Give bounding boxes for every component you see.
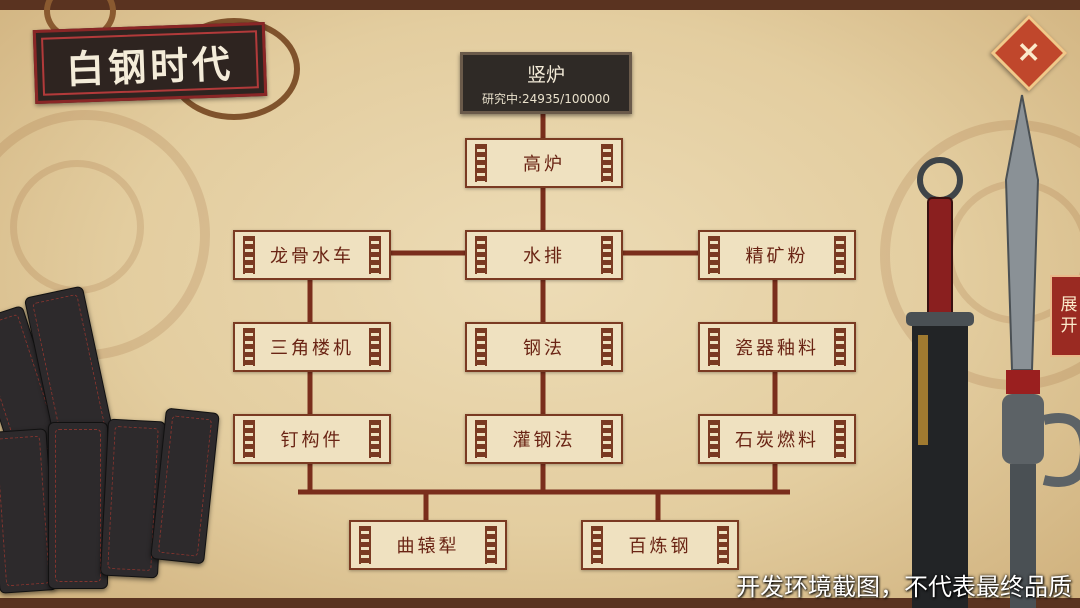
tech-node-gaolu[interactable]: 高炉 xyxy=(465,138,623,188)
tech-node-label: 灌钢法 xyxy=(512,430,576,451)
tech-node-label: 精矿粉 xyxy=(745,246,809,267)
swords-decoration xyxy=(906,94,1080,608)
tech-node-label: 百炼钢 xyxy=(628,536,692,557)
bottom-border xyxy=(0,598,1080,608)
tech-node-bailiangang[interactable]: 百炼钢 xyxy=(581,520,739,570)
decorative-swirl xyxy=(0,110,210,360)
tech-node-label: 曲辕犁 xyxy=(396,536,460,557)
tech-node-label: 钢法 xyxy=(523,338,565,359)
tech-node-current-research[interactable]: 竖炉 研究中:24935/100000 xyxy=(460,52,632,114)
expand-panel-tab[interactable]: 展开 xyxy=(1050,275,1080,357)
top-border xyxy=(0,0,1080,10)
root-tech-name: 竖炉 xyxy=(526,63,565,86)
tech-node-guangangfa[interactable]: 灌钢法 xyxy=(465,414,623,464)
bamboo-slips-decoration xyxy=(0,280,230,608)
tech-node-ciqi-youliao[interactable]: 瓷器釉料 xyxy=(698,322,856,372)
tech-node-label: 三角楼机 xyxy=(270,338,354,359)
tech-node-gangfa[interactable]: 钢法 xyxy=(465,322,623,372)
tech-node-sanjiao-louji[interactable]: 三角楼机 xyxy=(233,322,391,372)
tech-node-label: 水排 xyxy=(523,246,565,267)
dev-build-watermark: 开发环境截图，不代表最终品质 xyxy=(736,573,1072,601)
tech-node-label: 高炉 xyxy=(523,154,565,175)
tech-node-label: 石炭燃料 xyxy=(735,430,819,451)
tech-node-shuipai[interactable]: 水排 xyxy=(465,230,623,280)
dao-sword xyxy=(906,157,974,608)
tech-node-quyuanli[interactable]: 曲辕犁 xyxy=(349,520,507,570)
tech-node-label: 钉构件 xyxy=(280,430,344,451)
expand-label: 展开 xyxy=(1056,295,1077,337)
decorative-swirl xyxy=(880,120,1080,390)
tech-node-jingkuangfen[interactable]: 精矿粉 xyxy=(698,230,856,280)
spear-blade xyxy=(1002,94,1080,608)
tech-node-dinggoujian[interactable]: 钉构件 xyxy=(233,414,391,464)
tech-node-label: 瓷器釉料 xyxy=(735,338,819,359)
research-progress-text: 研究中:24935/100000 xyxy=(481,91,611,106)
tech-node-label: 龙骨水车 xyxy=(270,246,354,267)
tech-node-longgu-shuiche[interactable]: 龙骨水车 xyxy=(233,230,391,280)
tech-node-shitan-ranliao[interactable]: 石炭燃料 xyxy=(698,414,856,464)
